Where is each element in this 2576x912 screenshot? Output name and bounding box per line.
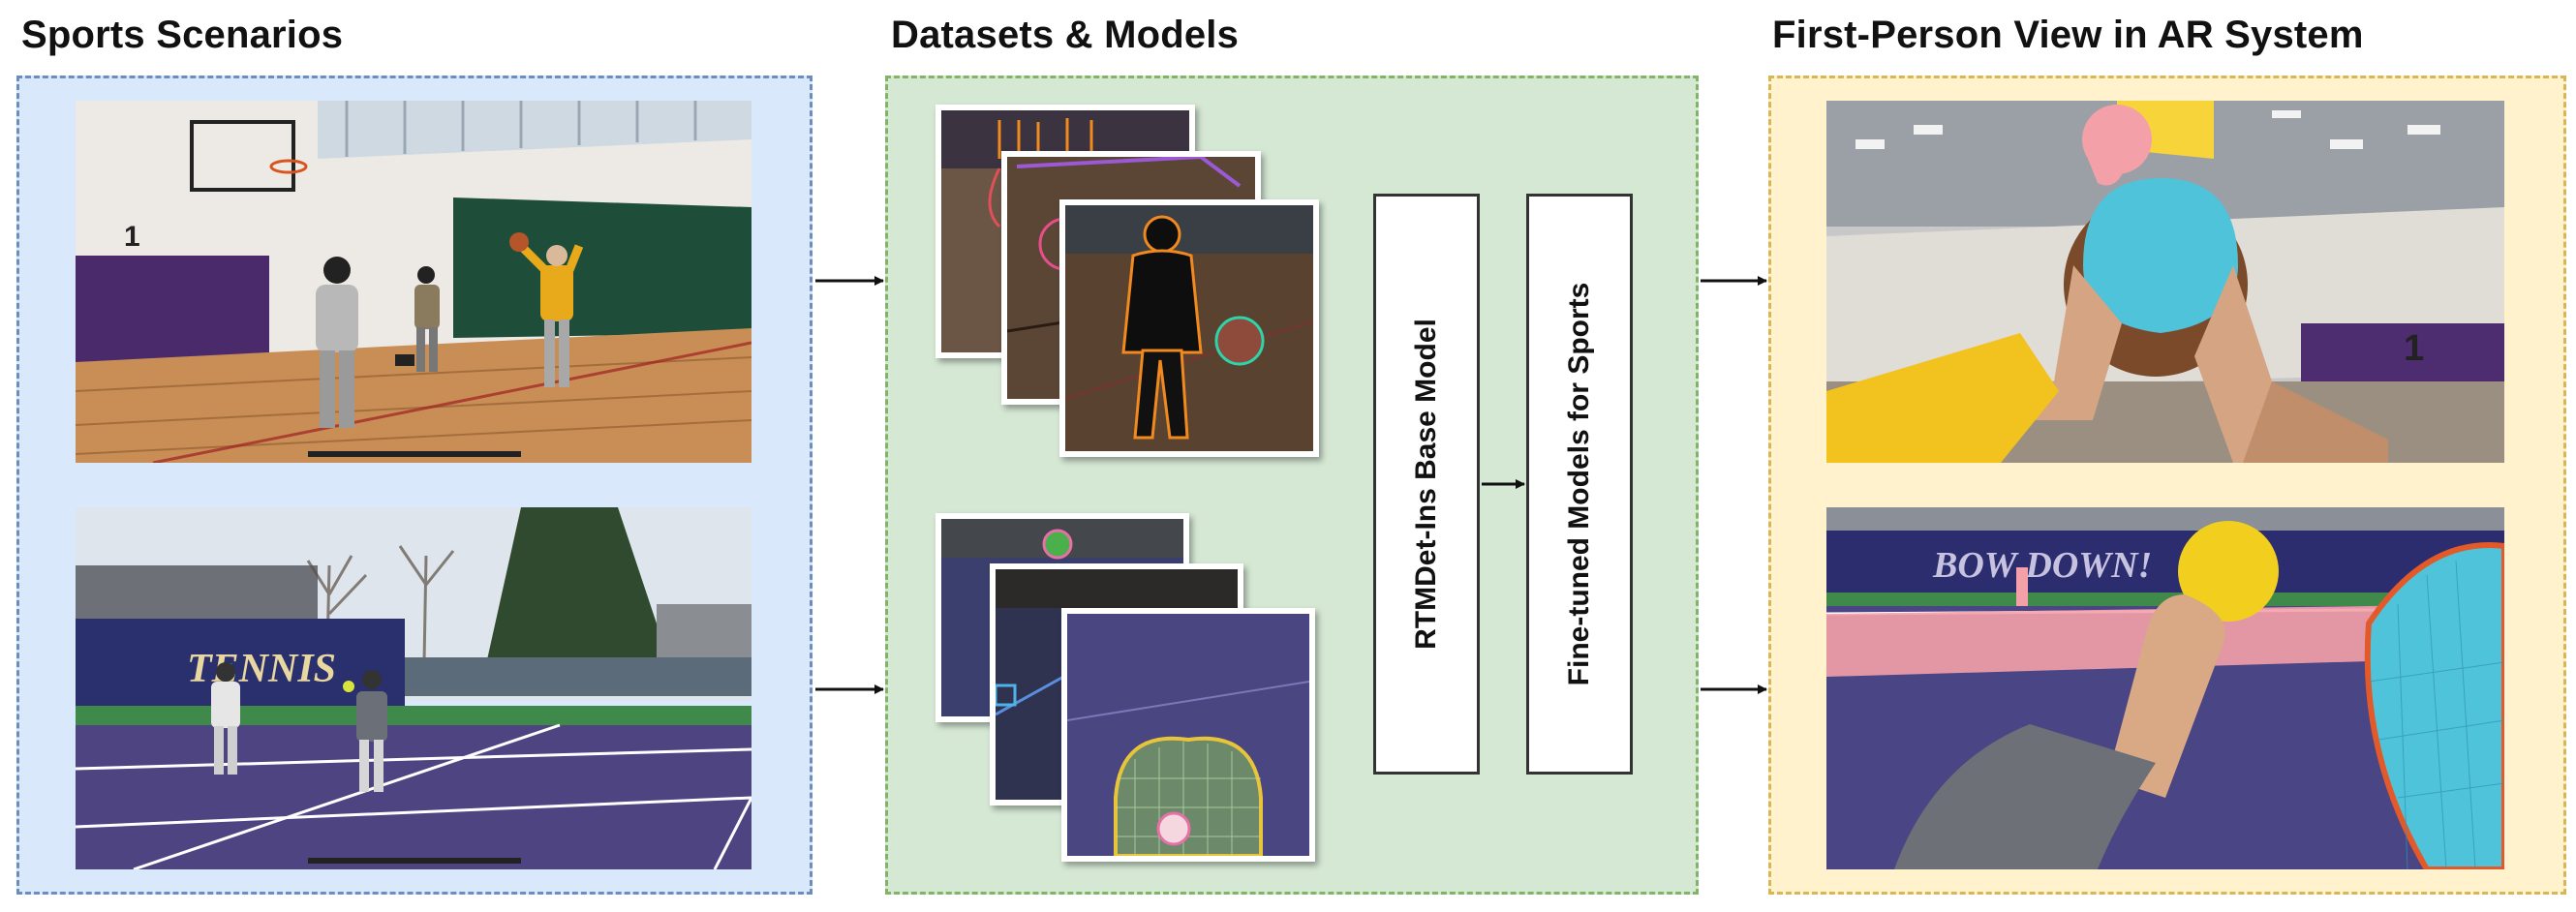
- ar-court-number-label: 1: [2404, 328, 2424, 369]
- dataset-card-basketball-3: [1059, 199, 1319, 457]
- title-first-person-view: First-Person View in AR System: [1772, 14, 2364, 56]
- tennis-scene-photo: TENNIS: [76, 507, 751, 869]
- person-yellow-hoodie: [509, 232, 584, 387]
- segmented-player: [1121, 215, 1203, 440]
- ball-mask: [2083, 178, 2238, 333]
- person-tan-jacket: [414, 266, 440, 372]
- base-model-box: RTMDet-Ins Base Model: [1373, 194, 1480, 775]
- title-sports-scenarios: Sports Scenarios: [21, 14, 344, 56]
- court-number-label: 1: [124, 221, 140, 253]
- tennis-ball-mask: [2178, 521, 2279, 622]
- ar-tennis-view: BOW DOWN!: [1826, 507, 2504, 869]
- dataset-card-tennis-3: [1061, 608, 1315, 862]
- person-tennis-2: [343, 670, 387, 792]
- person-tennis-1: [211, 662, 240, 775]
- ar-basketball-view: 1: [1826, 101, 2504, 463]
- ar-banner-text: BOW DOWN!: [1932, 545, 2152, 586]
- tennis-banner-text: TENNIS: [187, 647, 336, 691]
- person-grey-hoodie: [316, 257, 358, 428]
- finetuned-model-box: Fine-tuned Models for Sports: [1526, 194, 1633, 775]
- title-datasets-models: Datasets & Models: [891, 14, 1240, 56]
- segmented-racket: [1114, 736, 1263, 856]
- basketball-scene-photo: 1: [76, 101, 751, 463]
